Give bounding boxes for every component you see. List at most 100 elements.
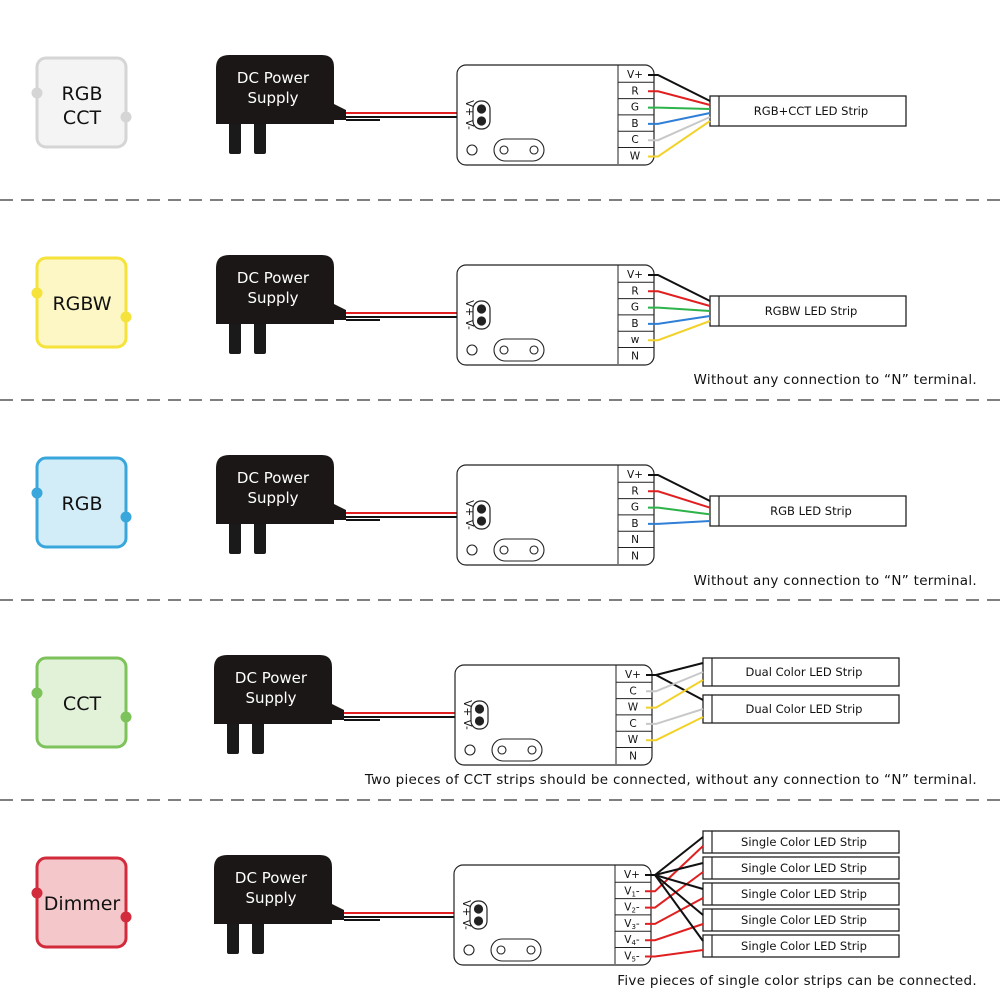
led-strip-label: Dual Color LED Strip [746, 665, 863, 679]
terminal-label: R [631, 485, 638, 497]
mount-slot [490, 938, 542, 962]
plug-prong [227, 920, 239, 954]
wire-v-plus [645, 874, 704, 942]
led-strip-label: Dual Color LED Strip [746, 702, 863, 716]
wire-v-minus [645, 897, 704, 925]
note-rgb: Without any connection to “N” terminal. [693, 573, 977, 589]
plug-prong [229, 320, 241, 354]
mode-badge-frame [35, 856, 128, 949]
input-screw [474, 704, 485, 714]
mount-slot [493, 538, 545, 562]
mode-dot-right [120, 511, 132, 523]
terminal-label: W [628, 702, 639, 714]
psu-label: Supply [247, 89, 298, 107]
input-screw [476, 504, 487, 514]
wire-w [646, 716, 704, 742]
mode-dot-right [120, 311, 132, 323]
wire-b [648, 315, 711, 325]
plug-prong [229, 520, 241, 554]
terminal-label: B [631, 318, 638, 330]
mount-slot-hole [526, 945, 536, 955]
terminal-label: W [628, 734, 639, 746]
mode-label: CCT [63, 693, 102, 715]
mode-badge-frame [35, 656, 128, 749]
mount-hole [464, 744, 476, 756]
mount-slot-hole [499, 145, 509, 155]
terminal-label: V+ [625, 669, 641, 681]
psu-label: Supply [245, 889, 296, 907]
psu-label: DC Power [237, 469, 310, 487]
note-rgbw: Without any connection to “N” terminal. [693, 372, 977, 388]
wire-v-minus [645, 923, 704, 942]
wire-g [648, 106, 711, 110]
mode-dot-right [120, 711, 132, 723]
input-screw [476, 316, 487, 326]
plug-prong [254, 520, 266, 554]
led-strip-label: RGB+CCT LED Strip [754, 104, 868, 118]
led-strip: Single Color LED Strip [702, 856, 900, 880]
plug-prong [229, 120, 241, 154]
note-cct: Two pieces of CCT strips should be conne… [364, 772, 977, 788]
led-strip-body [709, 95, 907, 127]
wire-c [646, 671, 704, 693]
mode-badge: RGBW [31, 256, 132, 349]
wire-w [648, 120, 711, 158]
mode-label: Dimmer [44, 893, 121, 915]
mount-slot-hole [529, 345, 539, 355]
mode-dot-left [31, 887, 43, 899]
mount-slot-hole [529, 545, 539, 555]
terminal-label: V+ [627, 469, 643, 481]
polarity-label: V+ V- [463, 500, 475, 530]
mount-hole [463, 944, 475, 956]
wire-c [648, 116, 711, 142]
terminal-label: V5- [624, 951, 640, 964]
led-strip-label: Single Color LED Strip [741, 861, 867, 875]
terminal-label: w [631, 334, 640, 346]
led-strip: RGBW LED Strip [709, 295, 907, 327]
terminal-label: V4- [624, 934, 640, 947]
led-strip-body [702, 830, 900, 854]
polarity-label: V+ V- [461, 700, 473, 730]
mode-badge: RGB [31, 456, 132, 549]
terminal-label: N [631, 551, 639, 563]
mount-hole [466, 144, 478, 156]
led-strip-label: Single Color LED Strip [741, 939, 867, 953]
led-strip: Single Color LED Strip [702, 882, 900, 906]
led-strip: RGB LED Strip [709, 495, 907, 527]
wire-w [646, 679, 704, 709]
note-dimmer: Five pieces of single color strips can b… [617, 973, 977, 989]
mount-slot-hole [529, 145, 539, 155]
mode-label: CCT [63, 107, 102, 129]
mount-slot-hole [497, 745, 507, 755]
polarity-label: V+ V- [463, 300, 475, 330]
mode-label: RGB [62, 493, 103, 515]
terminal-label: C [629, 718, 636, 730]
mode-label: RGB [62, 83, 103, 105]
input-screw [476, 516, 487, 526]
wire-v+ [648, 474, 711, 502]
led-strip: RGB+CCT LED Strip [709, 95, 907, 127]
psu-body [216, 255, 346, 324]
mode-badge-frame [35, 56, 128, 149]
led-strip-body [709, 495, 907, 527]
psu-body [216, 455, 346, 524]
mount-hole [466, 344, 478, 356]
controller: V+ V-V+V1-V2-V3-V4-V5- [453, 864, 652, 966]
mount-slot-hole [499, 345, 509, 355]
plug-prong [227, 720, 239, 754]
mode-badge: Dimmer [31, 856, 132, 949]
wire-r [648, 490, 711, 509]
input-screw [476, 116, 487, 126]
mode-dot-left [31, 687, 43, 699]
